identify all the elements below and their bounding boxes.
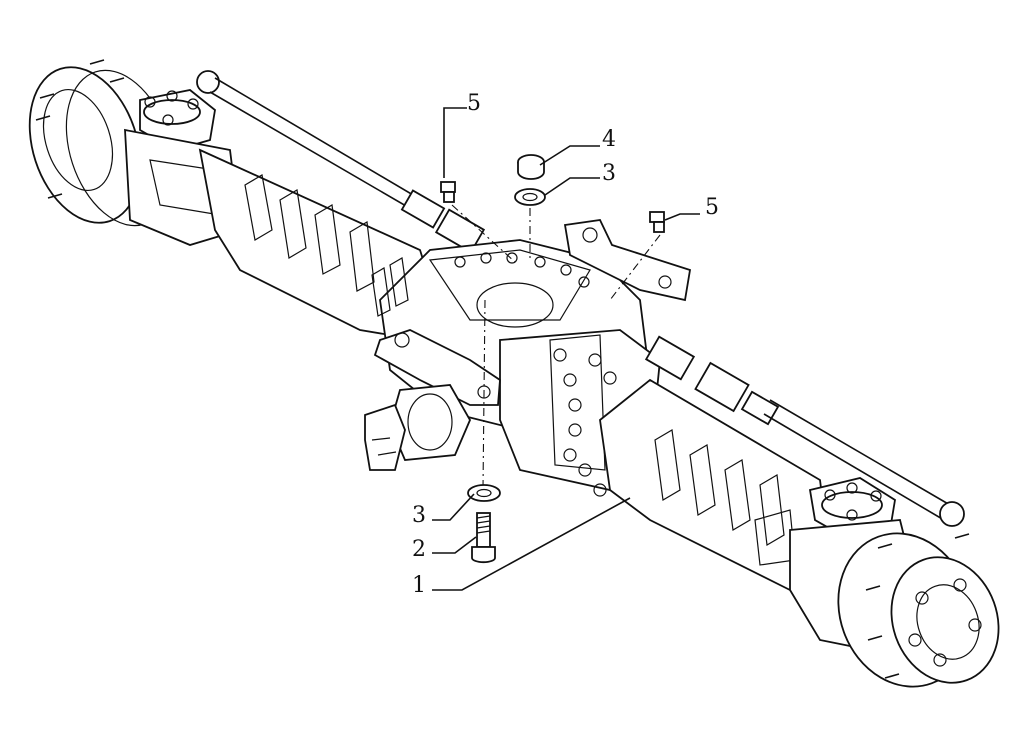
fitting-5-left <box>440 181 516 263</box>
left-steering-knuckle <box>124 89 241 246</box>
callout-5-right: 5 <box>705 195 719 220</box>
axis-line-bottom <box>482 299 486 489</box>
fitting-5-right <box>609 211 665 301</box>
right-wheel-hub <box>837 532 1000 688</box>
callout-4: 4 <box>602 127 616 152</box>
callout-3-bottom: 3 <box>412 503 426 528</box>
leader-lines <box>432 107 700 591</box>
callout-5-left: 5 <box>467 91 481 116</box>
washer-3-bottom <box>467 484 501 502</box>
pinion-yoke <box>364 384 472 471</box>
callout-1: 1 <box>412 573 426 598</box>
nut-4 <box>517 154 545 180</box>
left-tie-rod <box>196 70 486 254</box>
right-tie-rod <box>644 335 965 527</box>
bolt-2 <box>471 512 496 564</box>
washer-3-top <box>514 188 546 206</box>
callout-3-top: 3 <box>602 161 616 186</box>
callout-2: 2 <box>412 537 426 562</box>
